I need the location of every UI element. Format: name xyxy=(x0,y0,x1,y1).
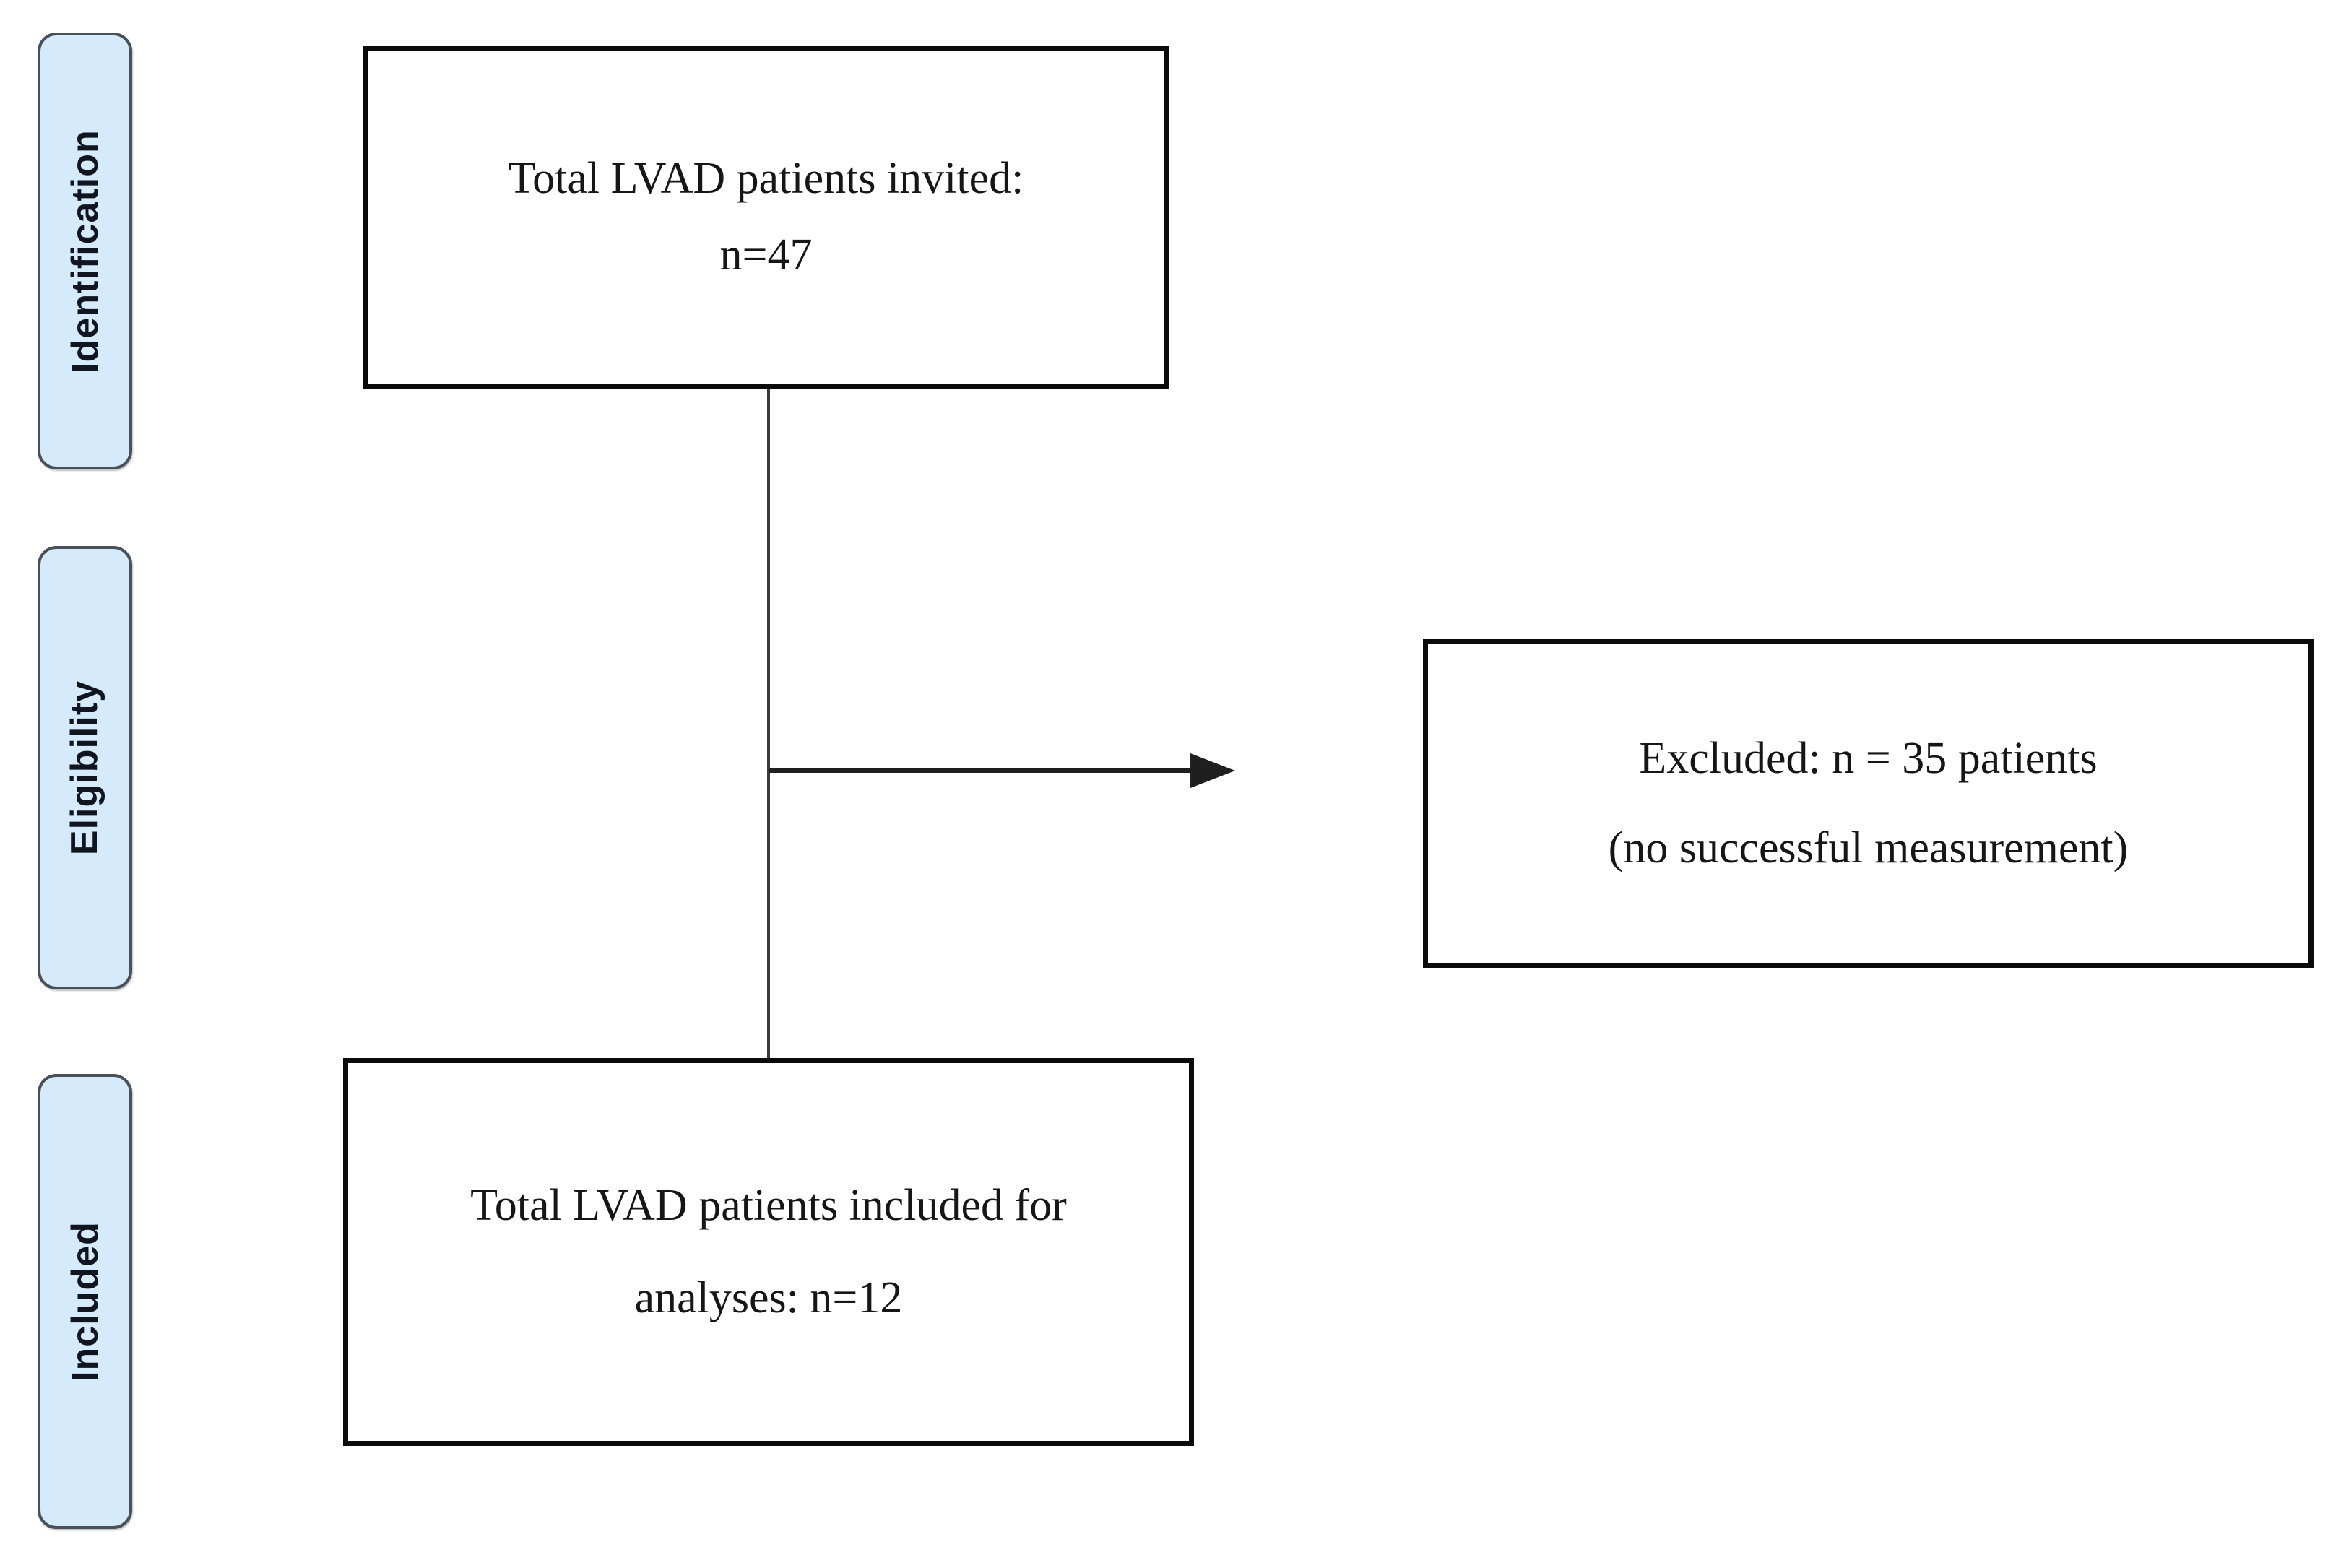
box-excluded: Excluded: n = 35 patients (no successful… xyxy=(1423,639,2314,968)
stage-label-identification-text: Identification xyxy=(64,129,106,373)
arrow-right-icon xyxy=(1190,753,1235,788)
box-total-included-line1: Total LVAD patients included for xyxy=(470,1181,1067,1231)
connector-vertical-line xyxy=(767,389,770,1058)
box-total-invited: Total LVAD patients invited: n=47 xyxy=(363,46,1169,389)
box-total-invited-line1: Total LVAD patients invited: xyxy=(508,154,1024,204)
box-excluded-line1: Excluded: n = 35 patients xyxy=(1639,734,2098,784)
stage-label-eligibility: Eligibility xyxy=(38,546,132,989)
stage-label-eligibility-text: Eligibility xyxy=(64,680,106,856)
stage-label-included-text: Included xyxy=(64,1221,106,1382)
box-excluded-line2: (no successful measurement) xyxy=(1608,823,2129,872)
connector-horizontal-line xyxy=(769,768,1195,773)
box-total-included-line2: analyses: n=12 xyxy=(634,1273,903,1322)
stage-label-identification: Identification xyxy=(38,33,132,469)
box-total-included: Total LVAD patients included for analyse… xyxy=(343,1058,1194,1446)
box-total-invited-line2: n=47 xyxy=(719,230,813,280)
stage-label-included: Included xyxy=(38,1074,132,1529)
